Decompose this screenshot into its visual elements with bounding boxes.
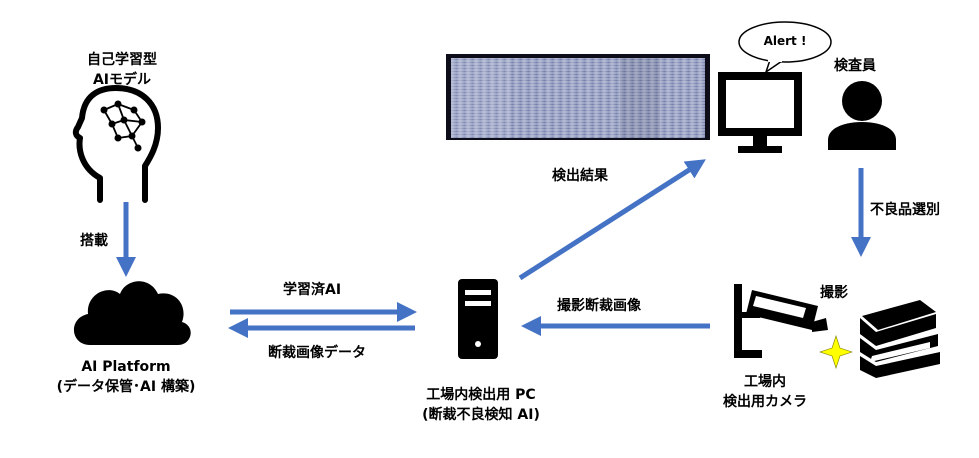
ai-platform-line1: AI Platform: [81, 359, 171, 375]
inspection-result-label: 検出結果: [552, 168, 608, 184]
factory-pc-line2: (断裁不良検知 AI): [422, 407, 540, 423]
ai-platform-line2: (データ保管･AI 構築): [56, 379, 196, 395]
person-icon: [828, 81, 896, 150]
ai-platform-label: AI Platform (データ保管･AI 構築): [20, 357, 232, 397]
monitor-icon: [718, 72, 802, 153]
sparkle-icon: [819, 335, 853, 369]
mount-label: 搭載: [80, 233, 108, 249]
head-brain-icon: [72, 85, 161, 203]
alert-text: Alert !: [763, 34, 807, 48]
trained-ai-label: 学習済AI: [283, 282, 342, 298]
arrow-inspection-result: [518, 159, 706, 281]
books-icon: [860, 300, 940, 378]
camera-icon: [734, 284, 828, 358]
factory-camera-line2: 検出用カメラ: [723, 394, 807, 410]
captured-image-label: 撮影断裁画像: [557, 298, 641, 314]
image-data-label: 断裁画像データ: [268, 345, 366, 361]
ai-model-label: 自己学習型 AIモデル: [72, 50, 172, 90]
factory-camera-label: 工場内 検出用カメラ: [700, 372, 830, 412]
server-icon: [458, 279, 498, 359]
factory-camera-line1: 工場内: [744, 374, 786, 390]
ai-model-line1: 自己学習型: [87, 52, 157, 68]
inspector-label: 検査員: [834, 58, 876, 74]
cloud-icon: [73, 281, 191, 345]
capture-label: 撮影: [820, 285, 848, 301]
alert-bubble: [738, 21, 832, 74]
factory-pc-label: 工場内検出用 PC (断裁不良検知 AI): [395, 385, 567, 425]
defect-sorting-label: 不良品選別: [870, 202, 940, 218]
ai-model-line2: AIモデル: [92, 72, 152, 88]
factory-pc-line1: 工場内検出用 PC: [426, 387, 536, 403]
paper-stack-photo: [446, 54, 710, 140]
